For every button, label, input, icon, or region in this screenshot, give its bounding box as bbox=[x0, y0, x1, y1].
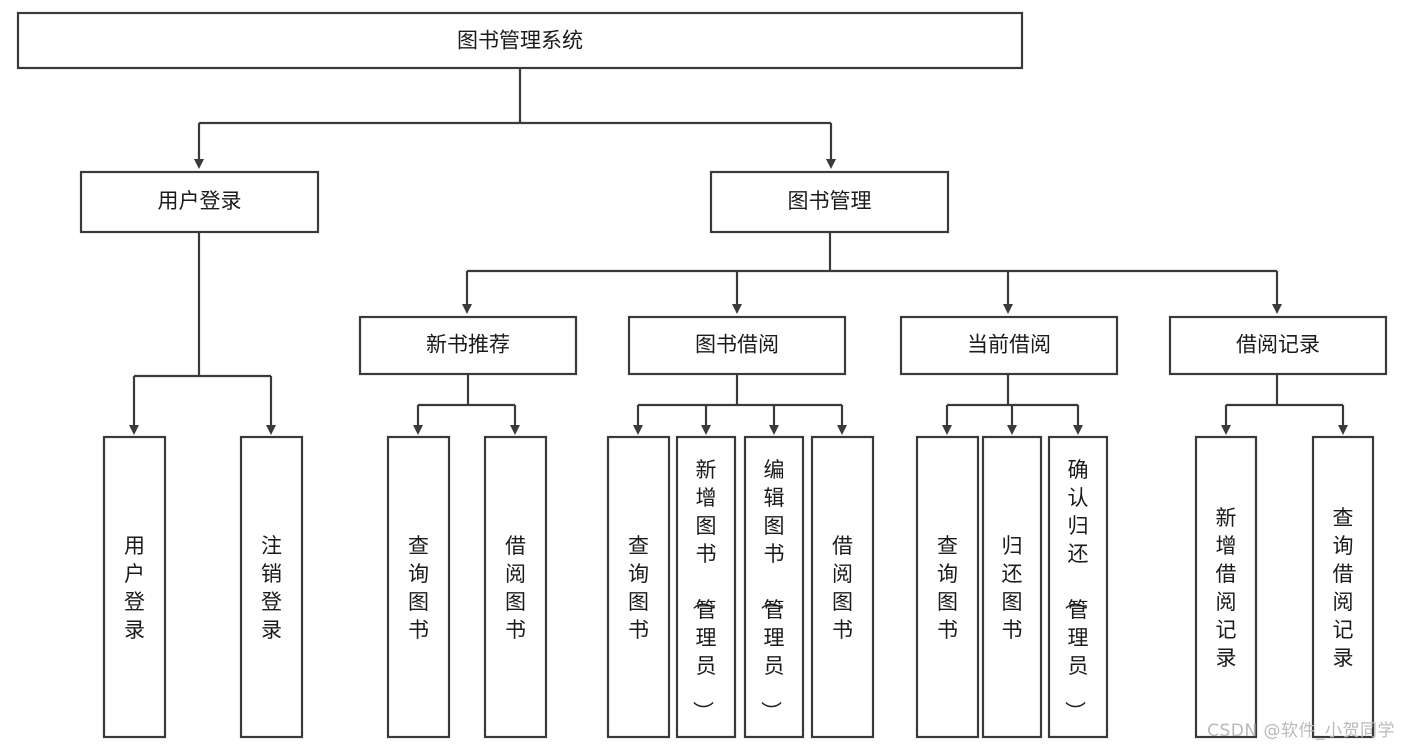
node-leaf-query-book-rec[interactable]: 查询图书 bbox=[386, 435, 451, 739]
node-leaf-query-record-label: 查询借阅记录 bbox=[1333, 506, 1354, 670]
node-leaf-confirm-return[interactable]: 确认归还（管理员） bbox=[1047, 435, 1109, 739]
node-leaf-query-book-bor-rect[interactable] bbox=[606, 435, 671, 739]
node-leaf-return-book-label: 归还图书 bbox=[1002, 534, 1023, 642]
node-current-borrow[interactable]: 当前借阅 bbox=[899, 315, 1119, 376]
node-book-manage-label: 图书管理 bbox=[788, 189, 872, 213]
node-user-login[interactable]: 用户登录 bbox=[79, 170, 320, 234]
node-leaf-borrow-book-bor-rect[interactable] bbox=[810, 435, 875, 739]
connector-group-book-manage bbox=[462, 232, 1282, 314]
node-borrow-record-rect[interactable] bbox=[1168, 315, 1388, 376]
node-leaf-query-record-rect[interactable] bbox=[1311, 435, 1375, 739]
node-borrow-record[interactable]: 借阅记录 bbox=[1168, 315, 1388, 376]
node-root-rect[interactable] bbox=[16, 11, 1024, 70]
node-leaf-borrow-book-rec-rect[interactable] bbox=[483, 435, 548, 739]
node-current-borrow-rect[interactable] bbox=[899, 315, 1119, 376]
node-leaf-return-book-rect[interactable] bbox=[981, 435, 1043, 739]
node-new-book-recommend[interactable]: 新书推荐 bbox=[358, 315, 578, 376]
node-leaf-user-logout-label: 注销登录 bbox=[261, 534, 282, 642]
node-user-login-rect[interactable] bbox=[79, 170, 320, 234]
connector-group-borrow-record bbox=[1221, 374, 1348, 435]
node-leaf-add-book[interactable]: 新增图书（管理员） bbox=[675, 435, 737, 739]
node-leaf-user-logout[interactable]: 注销登录 bbox=[239, 435, 304, 739]
node-book-manage-rect[interactable] bbox=[709, 170, 950, 234]
connector-group-book-borrow bbox=[633, 374, 847, 435]
connector-group-user-login bbox=[129, 232, 276, 435]
node-book-borrow-label: 图书借阅 bbox=[695, 333, 779, 357]
node-leaf-add-record[interactable]: 新增借阅记录 bbox=[1194, 435, 1258, 739]
node-new-book-recommend-label: 新书推荐 bbox=[426, 333, 510, 357]
node-leaf-user-login-label: 用户登录 bbox=[124, 534, 145, 642]
node-leaf-user-login-rect[interactable] bbox=[102, 435, 167, 739]
node-root-label: 图书管理系统 bbox=[457, 29, 583, 53]
node-leaf-user-login[interactable]: 用户登录 bbox=[102, 435, 167, 739]
node-new-book-recommend-rect[interactable] bbox=[358, 315, 578, 376]
node-book-borrow[interactable]: 图书借阅 bbox=[627, 315, 847, 376]
node-book-manage[interactable]: 图书管理 bbox=[709, 170, 950, 234]
node-leaf-user-logout-rect[interactable] bbox=[239, 435, 304, 739]
node-leaf-query-book-bor[interactable]: 查询图书 bbox=[606, 435, 671, 739]
node-leaf-borrow-book-bor-label: 借阅图书 bbox=[832, 534, 853, 642]
node-leaf-edit-book-rect[interactable] bbox=[743, 435, 805, 739]
node-leaf-query-book-rec-rect[interactable] bbox=[386, 435, 451, 739]
node-book-borrow-rect[interactable] bbox=[627, 315, 847, 376]
node-leaf-borrow-book-rec[interactable]: 借阅图书 bbox=[483, 435, 548, 739]
leaf-node-layer: 用户登录 注销登录 查询图书 借阅图书 查询图书 新增图书（管理员） 编辑图书（管理员） 借阅… bbox=[102, 435, 1375, 739]
node-leaf-add-record-label: 新增借阅记录 bbox=[1216, 506, 1237, 670]
node-leaf-borrow-book-bor[interactable]: 借阅图书 bbox=[810, 435, 875, 739]
node-user-login-label: 用户登录 bbox=[158, 189, 242, 213]
node-leaf-edit-book-label: 编辑图书（管理员） bbox=[759, 458, 785, 722]
node-leaf-edit-book[interactable]: 编辑图书（管理员） bbox=[743, 435, 805, 739]
node-leaf-add-record-rect[interactable] bbox=[1194, 435, 1258, 739]
node-leaf-query-book-bor-label: 查询图书 bbox=[628, 534, 649, 642]
node-borrow-record-label: 借阅记录 bbox=[1236, 333, 1320, 357]
connector-group-new-book-recommend bbox=[413, 374, 520, 435]
node-leaf-add-book-rect[interactable] bbox=[675, 435, 737, 739]
node-leaf-query-book-cur-label: 查询图书 bbox=[937, 534, 958, 642]
connector-group-current-borrow bbox=[942, 374, 1083, 435]
node-leaf-query-book-cur-rect[interactable] bbox=[915, 435, 980, 739]
node-current-borrow-label: 当前借阅 bbox=[967, 333, 1051, 357]
node-root[interactable]: 图书管理系统 bbox=[16, 11, 1024, 70]
node-leaf-query-book-cur[interactable]: 查询图书 bbox=[915, 435, 980, 739]
node-leaf-confirm-return-rect[interactable] bbox=[1047, 435, 1109, 739]
node-leaf-query-book-rec-label: 查询图书 bbox=[408, 534, 429, 642]
node-leaf-return-book[interactable]: 归还图书 bbox=[981, 435, 1043, 739]
connector-group-root bbox=[194, 68, 836, 169]
node-leaf-query-record[interactable]: 查询借阅记录 bbox=[1311, 435, 1375, 739]
node-leaf-borrow-book-rec-label: 借阅图书 bbox=[505, 534, 526, 642]
node-leaf-confirm-return-label: 确认归还（管理员） bbox=[1063, 458, 1089, 722]
node-leaf-add-book-label: 新增图书（管理员） bbox=[691, 458, 717, 722]
